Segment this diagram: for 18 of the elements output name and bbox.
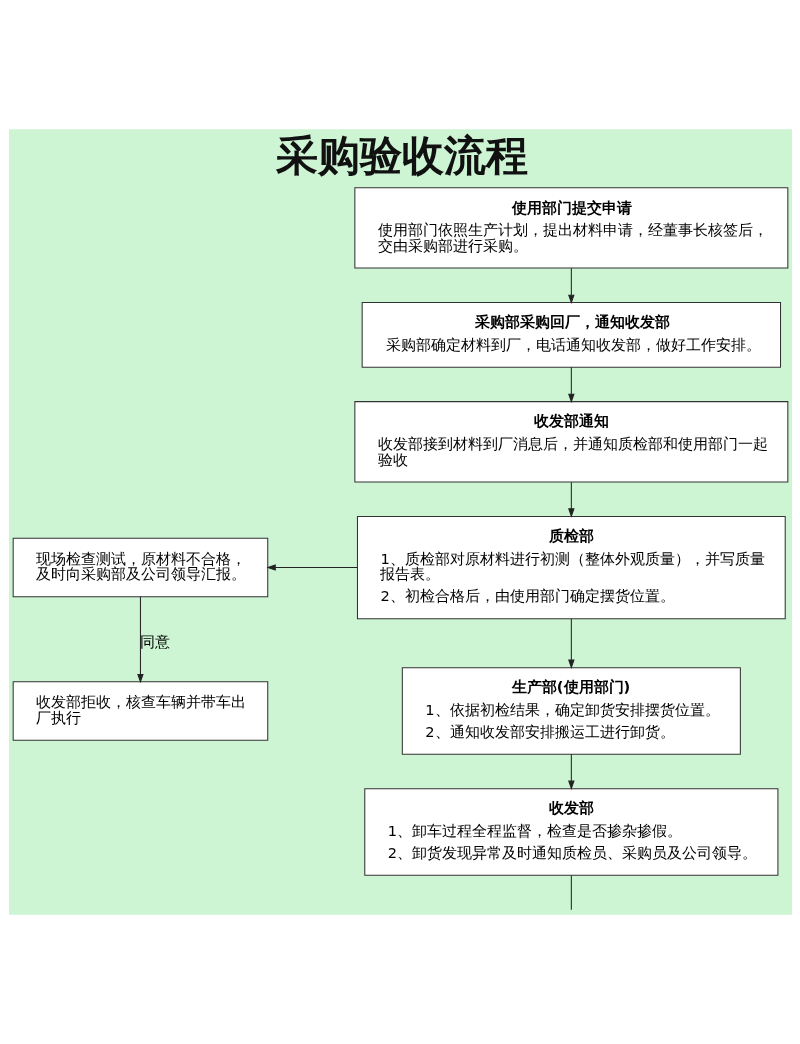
arrow (567, 267, 575, 305)
node-box: 质检部 1、质检部对原材料进行初测（整体外观质量），并写质量报告表。 2、初检合格后，由使用部门确定摆货位置。 (356, 515, 786, 620)
arrow (265, 564, 358, 571)
node-box: 收发部通知 收发部接到材料到厂消息后，并通知质检部和使用部门一起验收 (353, 401, 788, 483)
connector (570, 874, 572, 911)
edge-label: 同意 (139, 633, 170, 651)
arrow (567, 618, 575, 669)
diagram-title: 采购验收流程 (275, 131, 528, 181)
node-box: 收发部拒收，核查车辆并带车出厂执行 (12, 681, 268, 741)
node-box: 使用部门提交申请 使用部门依照生产计划，提出材料申请，经董事长核签后，交由采购部进行采购。 (353, 187, 788, 269)
arrow (567, 366, 575, 404)
node-box: 生产部(使用部门) 1、依据初检结果，确定卸货安排摆货位置。 2、通知收发部安排搬运工进行卸货。 (401, 667, 741, 755)
arrow (567, 481, 575, 518)
node-box: 现场检查测试，原材料不合格，及时向采购部及公司领导汇报。 (12, 537, 268, 598)
node-box: 采购部采购回厂，通知收发部 采购部确定材料到厂，电话通知收发部，做好工作安排。 (361, 302, 781, 368)
arrow (136, 596, 144, 684)
arrow (567, 753, 575, 790)
node-box: 收发部 1、卸车过程全程监督，检查是否掺杂掺假。 2、卸货发现异常及时通知质检员、采购员及公司领导。 (363, 788, 778, 876)
